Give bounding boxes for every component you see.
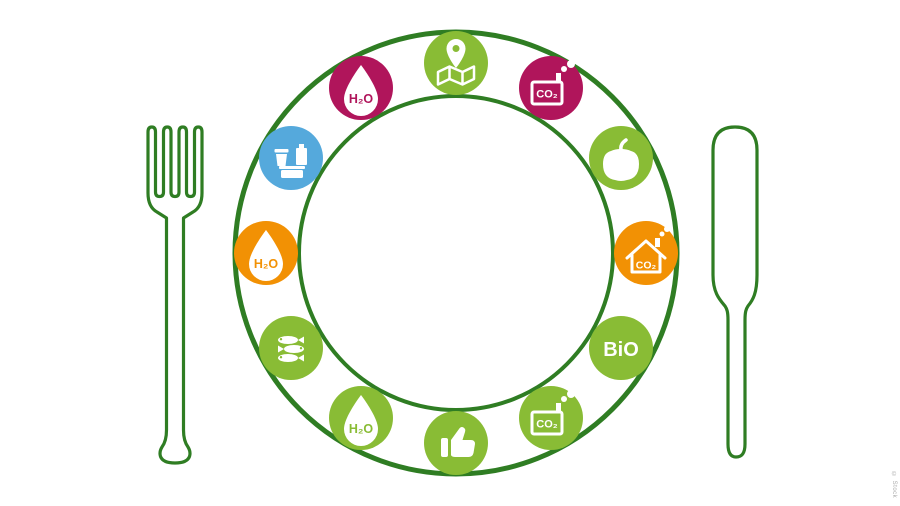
water-drop-icon: H₂O <box>249 230 283 281</box>
badge-co2-household: CO₂ <box>614 221 678 285</box>
badge-fish <box>259 316 324 380</box>
fork-icon <box>146 125 204 465</box>
badge-co2-industry: CO₂ <box>519 56 583 121</box>
badge-location-map <box>424 31 488 95</box>
badge-packaging <box>259 126 324 190</box>
co2-factory-icon: CO₂ <box>530 389 575 436</box>
badge-thumbs-up <box>424 411 488 475</box>
badge-co2-production: CO₂ <box>519 385 583 450</box>
svg-text:BiO: BiO <box>603 339 639 361</box>
svg-text:H₂O: H₂O <box>349 422 374 436</box>
bio-label-icon: BiO <box>603 339 639 361</box>
knife-icon <box>711 125 759 459</box>
credit-text: © Stock <box>891 471 897 498</box>
fish-icon <box>278 336 305 362</box>
packaging-icon <box>274 144 308 178</box>
svg-text:CO₂: CO₂ <box>636 260 657 272</box>
badge-water-orange: H₂O <box>234 221 298 285</box>
badge-bio: BiO <box>588 316 653 380</box>
svg-text:H₂O: H₂O <box>349 92 374 106</box>
bell-pepper-icon <box>602 138 639 181</box>
badge-water-magenta: H₂O <box>329 56 393 121</box>
water-drop-icon: H₂O <box>344 394 378 446</box>
co2-factory-icon: CO₂ <box>530 60 575 106</box>
thumbs-up-icon <box>441 427 475 457</box>
svg-text:CO₂: CO₂ <box>536 89 558 101</box>
map-pin-icon <box>436 39 476 86</box>
water-drop-icon: H₂O <box>344 65 378 117</box>
co2-house-icon: CO₂ <box>625 226 670 274</box>
plate-inner-circle <box>297 94 615 412</box>
svg-text:H₂O: H₂O <box>254 257 279 271</box>
svg-text:CO₂: CO₂ <box>536 418 558 430</box>
badge-water-green: H₂O <box>329 385 393 450</box>
badge-vegetable <box>588 126 653 190</box>
